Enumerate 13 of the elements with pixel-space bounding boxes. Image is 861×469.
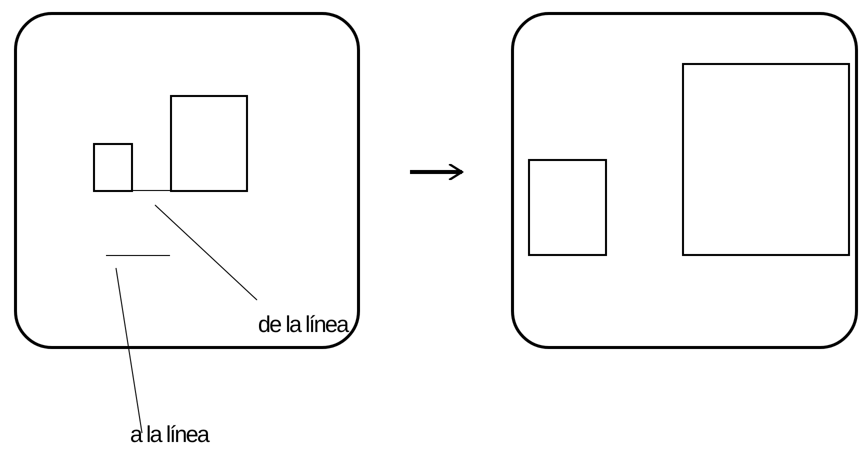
rounded-panel: [14, 12, 360, 349]
rectangle: [170, 95, 248, 192]
rectangle: [93, 143, 133, 192]
rounded-panel: [511, 12, 858, 349]
line-segment: [106, 255, 170, 256]
arrow: [410, 162, 464, 182]
rectangle: [528, 159, 607, 256]
callout-text: a la línea: [130, 420, 208, 448]
callout-text: de la línea: [258, 310, 348, 338]
leader-line: [116, 268, 142, 434]
leader-line: [154, 204, 258, 300]
line-segment: [132, 190, 170, 191]
rectangle: [682, 63, 850, 256]
